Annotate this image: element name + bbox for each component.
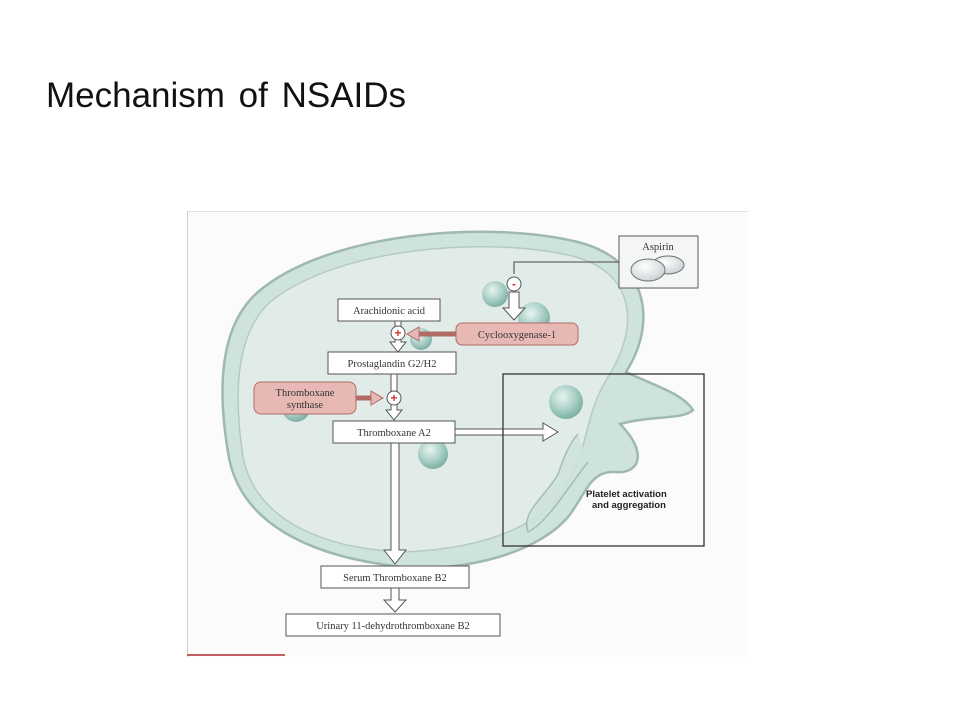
thromboxane-a2-label: Thromboxane A2 [357, 428, 431, 439]
cox1-arrowhead [406, 326, 420, 342]
granule [549, 385, 583, 419]
platelet-activation-box [502, 373, 705, 547]
diagram-canvas: Aspirin - Arachidonic acid + Cyclooxygen… [221, 230, 705, 637]
granule [482, 281, 508, 307]
granule [418, 439, 448, 469]
platelet-activation-line1: Platelet activation [586, 489, 667, 500]
flow-arrow-4 [382, 587, 408, 613]
stimulate-symbol-synthase: + [390, 391, 397, 405]
mechanism-diagram: Aspirin - Arachidonic acid + Cyclooxygen… [187, 211, 748, 657]
synthase-arrowhead [370, 390, 384, 406]
platelet-activation-line2: and aggregation [592, 500, 666, 511]
flow-arrow-3 [382, 442, 408, 565]
inhibit-sign [506, 276, 522, 292]
inhibit-arrow [501, 291, 527, 321]
urinary-label: Urinary 11-dehydrothromboxane B2 [316, 621, 470, 632]
activated-platelet-shape [525, 433, 589, 534]
aspirin-connector [513, 261, 619, 274]
stimulate-symbol-cox: + [394, 326, 401, 340]
urinary-box [285, 613, 501, 637]
aspirin-label: Aspirin [642, 242, 674, 253]
prostaglandin-label: Prostaglandin G2/H2 [348, 359, 437, 370]
slide-title: Mechanism of NSAIDs [46, 76, 407, 115]
cox1-label: Cyclooxygenase-1 [478, 330, 556, 341]
thromboxane-synthase-line2: synthase [287, 400, 324, 411]
stimulate-sign-synthase [386, 390, 402, 406]
aspirin-pills-icon [630, 255, 685, 282]
activation-arrow [454, 422, 559, 442]
arachidonic-acid-label: Arachidonic acid [353, 306, 426, 317]
thromboxane-synthase-line1: Thromboxane [276, 388, 335, 399]
arachidonic-acid-box [337, 298, 441, 322]
cox1-box [455, 322, 579, 346]
figure-bottom-accent [187, 654, 285, 656]
inhibit-symbol: - [512, 277, 516, 291]
serum-thromboxane-label: Serum Thromboxane B2 [343, 573, 447, 584]
stimulate-sign-cox [390, 325, 406, 341]
